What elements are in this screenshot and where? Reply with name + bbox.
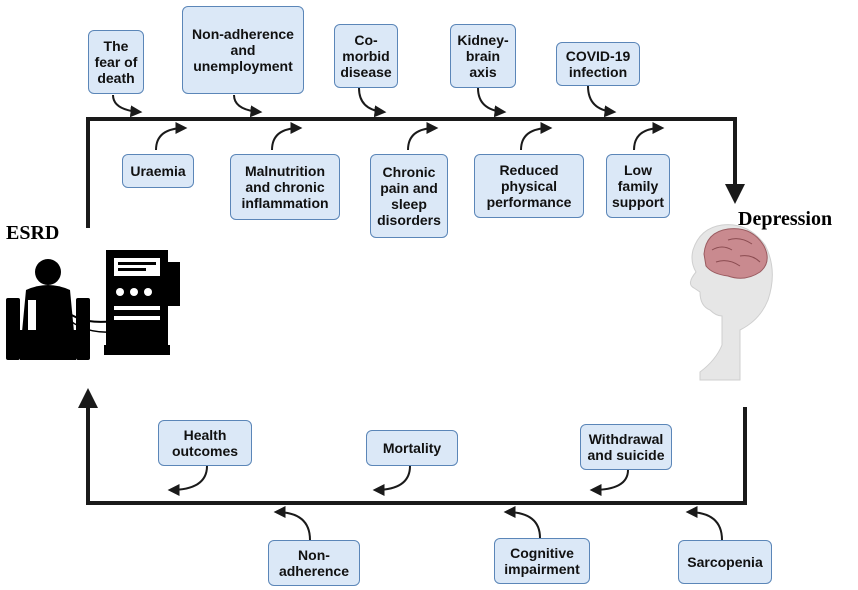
bottom-flow-line [78, 388, 747, 505]
bottom-upper-arrows [167, 465, 629, 496]
head-brain-icon [690, 224, 773, 381]
top-lower-arrows [155, 122, 665, 151]
bottom-lower-arrows [273, 506, 723, 541]
box-malnutrition: Malnutrition and chronic inflammation [230, 154, 340, 220]
box-comorbid-disease: Co-morbid disease [334, 24, 398, 88]
top-flow-line [86, 117, 745, 228]
box-uraemia: Uraemia [122, 154, 194, 188]
box-low-family-support: Low family support [606, 154, 670, 218]
box-mortality: Mortality [366, 430, 458, 466]
patient-icon [6, 259, 90, 360]
box-health-outcomes: Health outcomes [158, 420, 252, 466]
box-reduced-performance: Reduced physical performance [474, 154, 584, 218]
box-covid19: COVID-19 infection [556, 42, 640, 86]
box-non-adherence-unemployment: Non-adherence and unemployment [182, 6, 304, 94]
top-upper-arrows [112, 85, 617, 118]
box-sarcopenia: Sarcopenia [678, 540, 772, 584]
box-chronic-pain: Chronic pain and sleep disorders [370, 154, 448, 238]
box-kidney-brain-axis: Kidney-brain axis [450, 24, 516, 88]
box-non-adherence: Non-adherence [268, 540, 360, 586]
dialysis-machine-icon [104, 250, 180, 355]
box-fear-of-death: The fear of death [88, 30, 144, 94]
source-label: ESRD [6, 222, 60, 244]
target-label: Depression [738, 208, 833, 230]
box-cognitive-impairment: Cognitive impairment [494, 538, 590, 584]
box-withdrawal-suicide: Withdrawal and suicide [580, 424, 672, 470]
